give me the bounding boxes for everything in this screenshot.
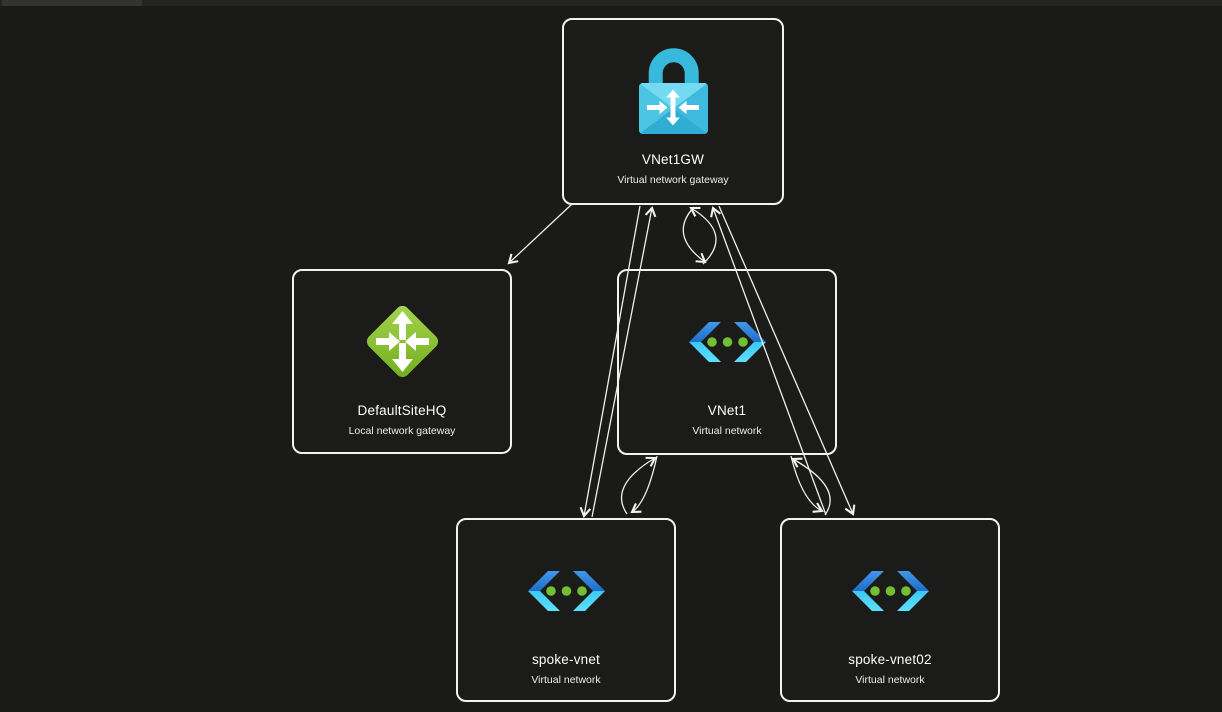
node-subtitle: Virtual network gateway	[617, 174, 729, 186]
node-spoke-vnet[interactable]: spoke-vnet Virtual network	[456, 518, 676, 702]
top-bar	[0, 0, 1222, 6]
edge-VNet1GW-to-DefaultSiteHQ	[507, 203, 573, 265]
node-subtitle: Local network gateway	[348, 425, 456, 437]
local-network-gateway-icon	[364, 303, 441, 380]
edge-VNet1-to-spoke-vnet02	[790, 455, 824, 513]
node-subtitle: Virtual network	[531, 674, 601, 686]
virtual-network-icon	[851, 567, 930, 615]
node-title: DefaultSiteHQ	[357, 403, 447, 418]
virtual-network-icon	[688, 318, 767, 366]
edge-VNet1-to-spoke-vnet	[630, 455, 658, 514]
browser-tab[interactable]	[2, 0, 142, 6]
node-defaultsitehq[interactable]: DefaultSiteHQ Local network gateway	[292, 269, 512, 454]
virtual-network-icon	[527, 567, 606, 615]
node-subtitle: Virtual network	[692, 425, 762, 437]
edge-spoke-vnet-to-VNet1	[621, 456, 657, 515]
node-spoke-vnet02[interactable]: spoke-vnet02 Virtual network	[780, 518, 1000, 702]
node-vnet1[interactable]: VNet1 Virtual network	[617, 269, 837, 455]
edge-spoke-vnet02-to-VNet1	[791, 457, 831, 516]
edge-VNet1GW-to-VNet1	[682, 206, 707, 264]
edge-VNet1-to-VNet1GW	[689, 206, 717, 265]
node-title: VNet1GW	[641, 152, 705, 167]
virtual-network-gateway-icon	[639, 48, 708, 134]
node-title: spoke-vnet02	[848, 652, 932, 667]
node-title: VNet1	[707, 403, 747, 418]
node-subtitle: Virtual network	[855, 674, 925, 686]
node-title: spoke-vnet	[531, 652, 601, 667]
node-vnet1gw[interactable]: VNet1GW Virtual network gateway	[562, 18, 784, 205]
